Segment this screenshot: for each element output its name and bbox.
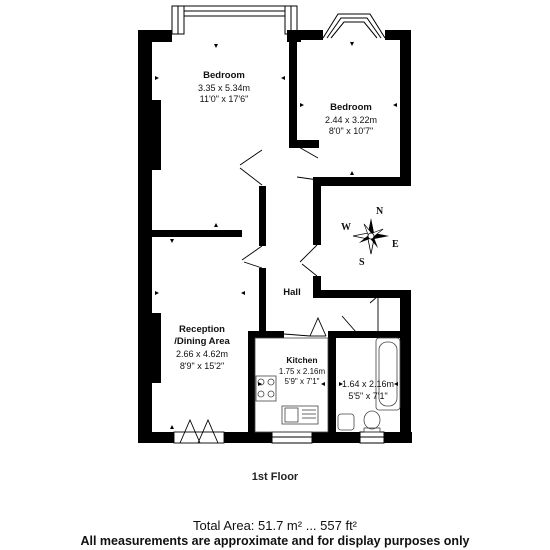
bathroom-imperial: 5'5" x 7'1" xyxy=(348,391,387,401)
hall-right-wall-upper xyxy=(313,177,321,245)
kitchen-left-wall xyxy=(248,331,255,443)
tick-bed1-bottom xyxy=(214,223,218,227)
bedroom1-imperial: 11'0" x 17'6" xyxy=(200,94,249,104)
walls xyxy=(138,30,412,443)
bedroom1-name: Bedroom xyxy=(203,70,245,81)
door-bathroom xyxy=(341,315,357,333)
total-area: Total Area: 51.7 m² ... 557 ft² xyxy=(192,518,358,533)
fixtures xyxy=(254,337,401,433)
tick-bed2-left xyxy=(300,103,304,107)
tick-kit-left xyxy=(258,382,262,386)
reception-metric: 2.66 x 4.62m xyxy=(176,349,228,359)
tick-bed1-top xyxy=(214,44,218,48)
tick-bed2-right xyxy=(393,103,397,107)
bed2-hall-top-wall xyxy=(289,140,319,148)
compass-north-label: N xyxy=(376,206,384,217)
balcony-opening xyxy=(173,431,225,444)
door-closet xyxy=(369,295,379,332)
bath-inner-top-wall xyxy=(336,331,400,338)
hob xyxy=(255,375,277,402)
toilet xyxy=(363,410,381,430)
compass-east-label: E xyxy=(392,239,399,250)
kitchen-top-wall-left xyxy=(248,331,284,338)
tick-bath-right xyxy=(394,382,398,386)
wardrobe-block xyxy=(152,100,161,170)
bathtub xyxy=(375,337,401,411)
tick-bed1-left xyxy=(155,76,159,80)
bed2-bottom-wall xyxy=(316,177,411,186)
doors xyxy=(173,145,379,444)
floor-plan: N W E S Bedroom 3.35 x 5.34m 11'0" x 17'… xyxy=(138,5,412,444)
bedroom2-name: Bedroom xyxy=(330,102,372,113)
outer-wall-bottom-left xyxy=(138,432,174,443)
door-bed2 xyxy=(296,145,319,159)
kitchen-name: Kitchen xyxy=(286,355,317,365)
hall-name: Hall xyxy=(283,287,300,298)
bedroom1-metric: 3.35 x 5.34m xyxy=(198,83,250,93)
tick-rec-right xyxy=(241,291,245,295)
outer-wall-top-bed2-right xyxy=(385,30,411,40)
compass-south-label: S xyxy=(359,257,365,268)
outer-wall-bottom-right xyxy=(224,432,412,443)
bath-top-wall xyxy=(313,290,411,298)
outer-wall-left xyxy=(138,30,152,443)
reception-imperial: 8'9" x 15'2" xyxy=(180,361,224,371)
tick-bath-left xyxy=(339,382,343,386)
room-labels: Bedroom 3.35 x 5.34m 11'0" x 17'6" Bedro… xyxy=(174,70,394,401)
floor-label: 1st Floor xyxy=(251,471,299,483)
kitchen-sink xyxy=(281,405,319,425)
door-balcony-left xyxy=(179,418,201,444)
tick-kit-right xyxy=(321,382,325,386)
door-reception xyxy=(241,245,263,261)
reception-name-line2: /Dining Area xyxy=(174,336,230,347)
dimension-ticks xyxy=(155,42,398,429)
bathroom-metric: 1.64 x 2.16m xyxy=(342,379,394,389)
bedroom2-metric: 2.44 x 3.22m xyxy=(325,115,377,125)
kitchen-counter xyxy=(254,337,329,433)
reception-name-line1: Reception xyxy=(179,324,225,335)
outer-wall-right-bath xyxy=(400,290,411,442)
door-bed1 xyxy=(239,149,263,166)
hall-reception-partition xyxy=(259,268,266,338)
disclaimer: All measurements are approximate and for… xyxy=(80,534,470,548)
door-balcony-right xyxy=(197,418,219,444)
compass-west-label: W xyxy=(341,222,351,233)
tick-bed1-right xyxy=(281,76,285,80)
outer-wall-right-bed2 xyxy=(400,30,411,186)
door-kitchen xyxy=(283,333,311,337)
bed1-hall-partition xyxy=(259,186,266,246)
bathroom-basin xyxy=(337,413,355,431)
kitchen-imperial: 5'9" x 7'1" xyxy=(285,377,320,386)
tick-bed2-top xyxy=(350,42,354,46)
tick-bed2-bottom xyxy=(350,171,354,175)
outer-wall-top-bed2-left xyxy=(287,30,323,40)
window-bed2-bay xyxy=(322,13,386,39)
bed1-bottom-wall xyxy=(150,230,242,237)
windows xyxy=(171,5,386,444)
compass: N W E S xyxy=(341,206,399,268)
tick-rec-bottom xyxy=(170,425,174,429)
hall-right-wall-lower xyxy=(313,276,321,298)
outer-wall-top-left xyxy=(138,30,172,42)
tick-rec-top xyxy=(170,239,174,243)
door-hall-east xyxy=(299,244,318,263)
kitchen-bath-partition xyxy=(328,331,336,443)
reception-wall-block xyxy=(152,313,161,383)
bed1-bed2-partition xyxy=(289,36,297,146)
kitchen-metric: 1.75 x 2.16m xyxy=(279,367,326,376)
tick-rec-left xyxy=(155,291,159,295)
bedroom2-imperial: 8'0" x 10'7" xyxy=(329,126,373,136)
